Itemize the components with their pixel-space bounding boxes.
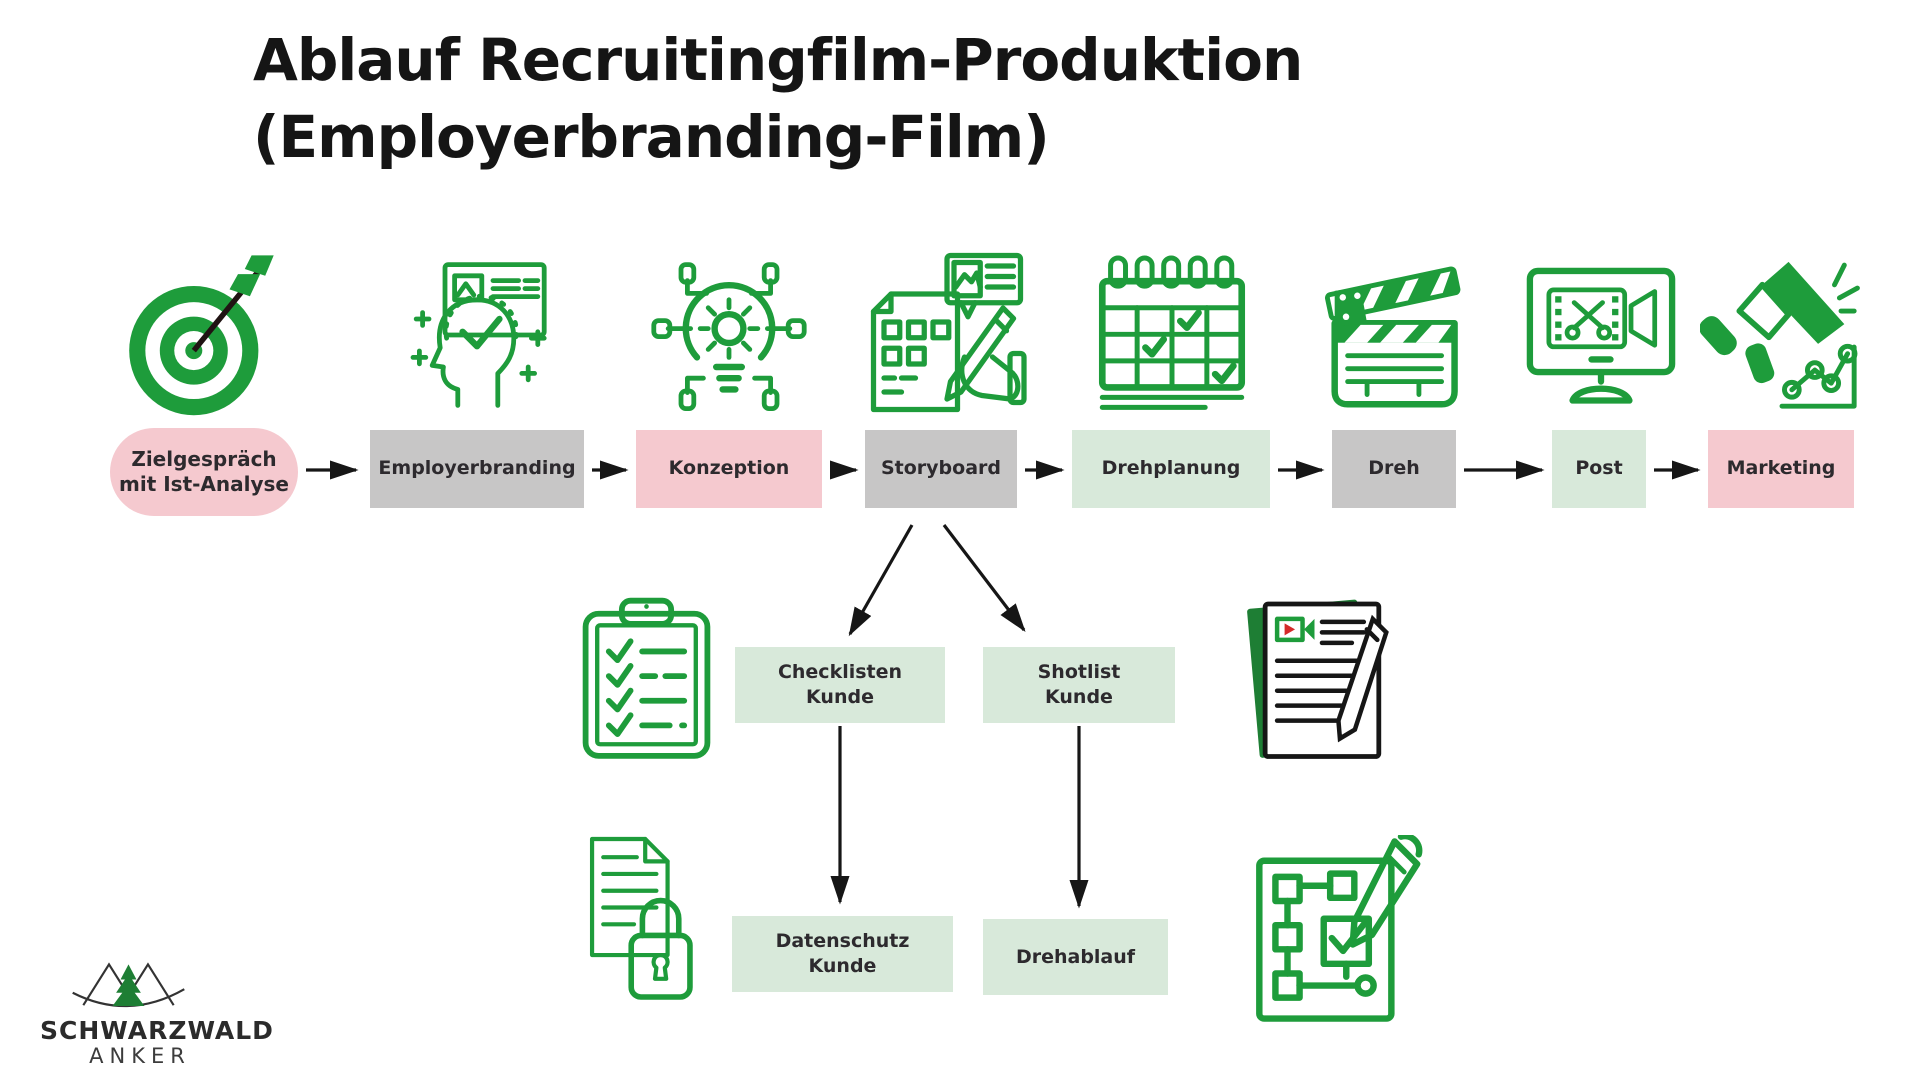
employerbranding-head-icon bbox=[410, 262, 547, 408]
schwarzwald-anker-logo-icon bbox=[72, 962, 185, 1008]
branch-node-datenschutz-kunde: Datenschutz Kunde bbox=[732, 916, 953, 992]
brand-logo: SCHWARZWALD ANKER bbox=[40, 952, 274, 1069]
flow-node-zielgespraech: Zielgespräch mit Ist-Analyse bbox=[110, 428, 298, 516]
flow-node-storyboard: Storyboard bbox=[865, 430, 1017, 508]
flow-node-marketing: Marketing bbox=[1708, 430, 1854, 508]
shotlist-document-icon bbox=[1247, 599, 1389, 759]
idea-network-icon bbox=[651, 262, 807, 411]
branch-node-drehablauf: Drehablauf bbox=[983, 919, 1168, 995]
brand-name: SCHWARZWALD bbox=[40, 1016, 274, 1045]
target-icon bbox=[129, 255, 274, 416]
brand-name-sub: ANKER bbox=[89, 1044, 191, 1068]
shooting-calendar-icon bbox=[1098, 255, 1246, 410]
flow-node-post: Post bbox=[1552, 430, 1646, 508]
flowchart-pencil-icon bbox=[1256, 835, 1423, 1022]
megaphone-chart-icon bbox=[1700, 261, 1860, 409]
branch-node-checklisten-kunde: Checklisten Kunde bbox=[735, 647, 945, 723]
flow-node-dreh: Dreh bbox=[1332, 430, 1456, 508]
flow-node-drehplanung: Drehplanung bbox=[1072, 430, 1270, 508]
flow-node-employerbranding: Employerbranding bbox=[370, 430, 584, 508]
privacy-lock-icon bbox=[589, 836, 693, 1000]
page-title: Ablauf Recruitingfilm-Produktion (Employ… bbox=[253, 26, 1303, 171]
flow-node-konzeption: Konzeption bbox=[636, 430, 822, 508]
storyboard-sketch-icon bbox=[870, 252, 1027, 413]
checklist-clipboard-icon bbox=[582, 597, 711, 759]
clapperboard-icon bbox=[1324, 266, 1461, 408]
branch-node-shotlist-kunde: Shotlist Kunde bbox=[983, 647, 1175, 723]
editing-monitor-icon bbox=[1526, 267, 1676, 404]
